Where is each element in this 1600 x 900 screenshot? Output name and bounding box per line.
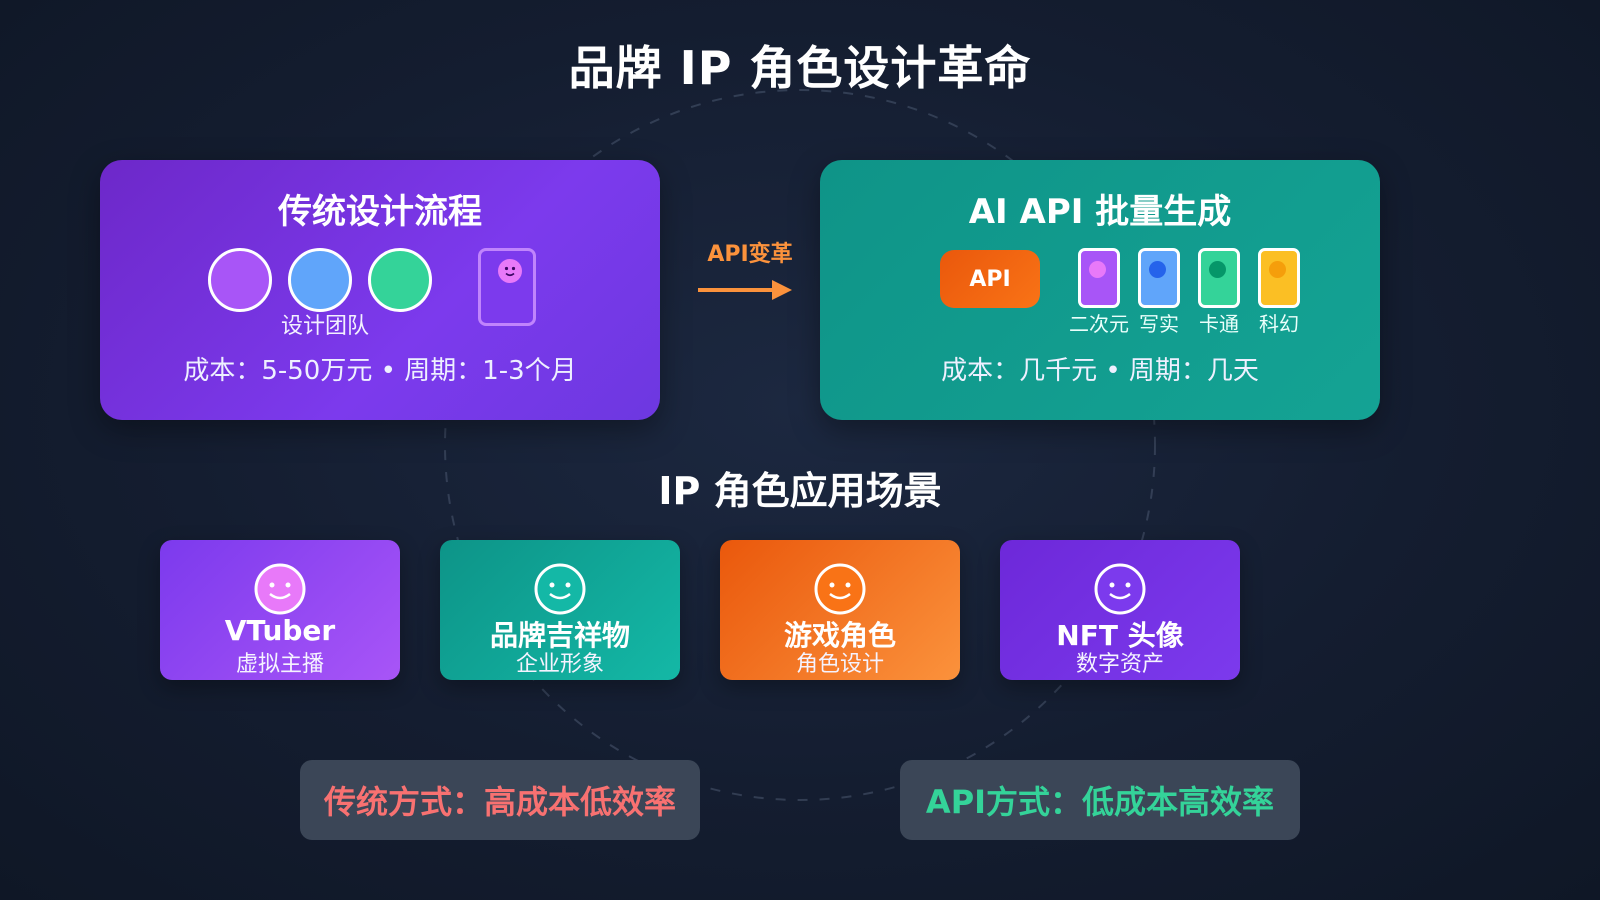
style-card-scifi-icon: [1258, 248, 1300, 308]
style-label: 写实: [1139, 312, 1179, 336]
api-conclusion-box: API方式：低成本高效率: [900, 760, 1300, 840]
style-label: 卡通: [1199, 312, 1239, 336]
style-card-realistic-icon: [1138, 248, 1180, 308]
designer-circle-icon: [368, 248, 432, 312]
designer-circle-icon: [288, 248, 352, 312]
smiley-face-icon: [1094, 563, 1146, 615]
ai-panel-title: AI API 批量生成: [968, 192, 1232, 232]
scene-title: VTuber: [224, 614, 336, 647]
designer-circle-icon: [208, 248, 272, 312]
scene-card-nft: NFT 头像 数字资产: [1000, 540, 1240, 680]
scene-card-vtuber: VTuber 虚拟主播: [160, 540, 400, 680]
scene-card-game: 游戏角色 角色设计: [720, 540, 960, 680]
style-card-anime-icon: [1078, 248, 1120, 308]
page-title: 品牌 IP 角色设计革命: [568, 41, 1032, 95]
design-team-label: 设计团队: [280, 314, 369, 339]
character-card-icon: [478, 248, 536, 326]
scene-title: NFT 头像: [1056, 619, 1184, 652]
arrow-right-icon: [698, 280, 792, 300]
scene-subtitle: 角色设计: [795, 652, 884, 677]
scenes-section-title: IP 角色应用场景: [658, 469, 942, 513]
smiley-face-icon: [534, 563, 586, 615]
style-label: 科幻: [1259, 312, 1299, 336]
scene-subtitle: 企业形象: [515, 652, 604, 677]
traditional-cost-text: 成本：5-50万元 • 周期：1-3个月: [183, 356, 577, 386]
smiley-face-icon: [814, 563, 866, 615]
api-badge: API: [940, 250, 1040, 308]
traditional-panel-title: 传统设计流程: [278, 192, 482, 232]
style-card-cartoon-icon: [1198, 248, 1240, 308]
scene-title: 游戏角色: [783, 619, 896, 652]
ai-api-panel: AI API 批量生成 API 二次元 写实 卡通 科幻 成本：几千元 • 周期…: [820, 160, 1380, 420]
scene-subtitle: 数字资产: [1075, 652, 1164, 677]
scene-card-mascot: 品牌吉祥物 企业形象: [440, 540, 680, 680]
ai-cost-text: 成本：几千元 • 周期：几天: [941, 356, 1259, 386]
traditional-process-panel: 传统设计流程 设计团队 成本：5-50万元 • 周期：1-3个月: [100, 160, 660, 420]
style-label: 二次元: [1069, 312, 1129, 336]
scene-subtitle: 虚拟主播: [235, 652, 324, 677]
character-face-icon: [498, 259, 522, 283]
smiley-face-icon: [254, 563, 306, 615]
scene-title: 品牌吉祥物: [489, 619, 630, 652]
traditional-conclusion-box: 传统方式：高成本低效率: [300, 760, 700, 840]
api-transform-label: API变革: [707, 242, 793, 267]
